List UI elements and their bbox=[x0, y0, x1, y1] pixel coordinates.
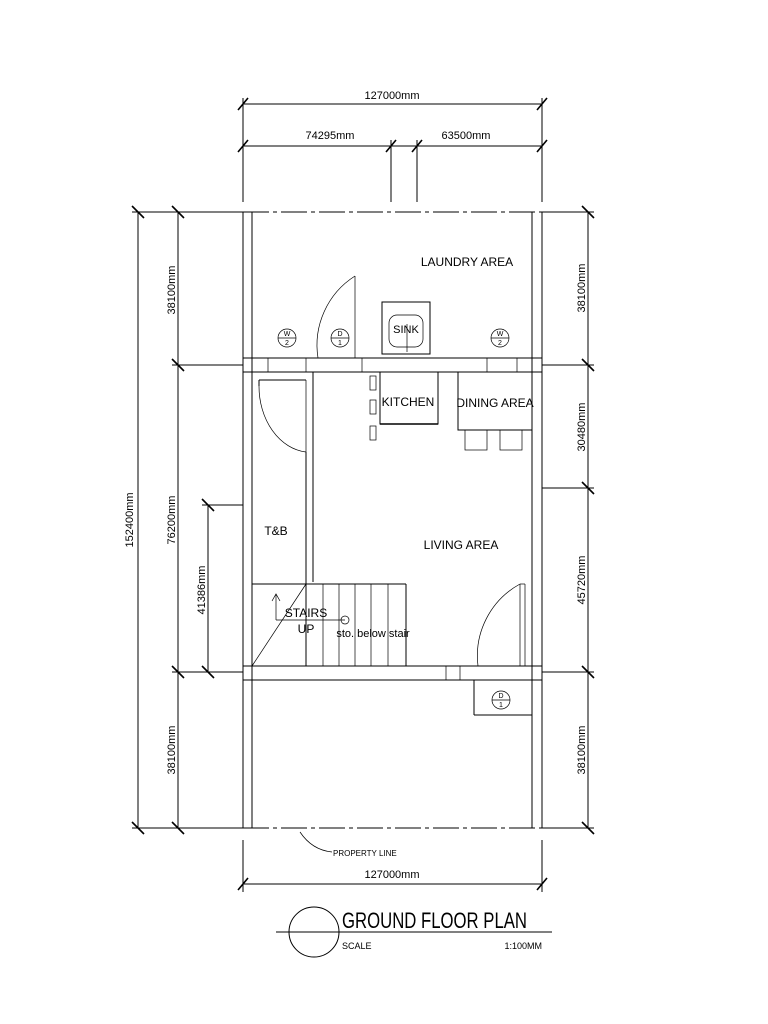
dim-right-3: 45720mm bbox=[576, 556, 588, 605]
tb-room bbox=[258, 372, 314, 666]
door-tag-laundry-number: 1 bbox=[338, 340, 342, 347]
dim-left-top: 38100mm bbox=[166, 266, 178, 315]
dim-right-2: 30480mm bbox=[576, 403, 588, 452]
dim-bottom-total: 127000mm bbox=[364, 869, 419, 881]
laundry-door bbox=[316, 275, 356, 359]
stairs-label: STAIRS bbox=[285, 606, 327, 620]
property-line-label: PROPERTY LINE bbox=[333, 849, 397, 858]
tb-label: T&B bbox=[264, 524, 287, 538]
door-tag-porch-letter: D bbox=[498, 693, 503, 700]
dim-right-1: 38100mm bbox=[576, 264, 588, 313]
laundry-label: LAUNDRY AREA bbox=[421, 255, 513, 269]
property-line-leader bbox=[299, 831, 333, 853]
dim-top-right: 63500mm bbox=[442, 130, 491, 142]
window-tag-right-number: 2 bbox=[498, 340, 502, 347]
stairs bbox=[251, 583, 407, 667]
top-dimension-lines bbox=[237, 97, 548, 202]
right-dimension-lines bbox=[542, 205, 595, 835]
dim-top-total: 127000mm bbox=[364, 90, 419, 102]
kitchen-label: KITCHEN bbox=[382, 395, 435, 409]
door-tag-laundry bbox=[330, 328, 350, 348]
stairs-up-label: UP bbox=[298, 622, 315, 636]
sink bbox=[381, 301, 431, 355]
dim-top-left: 74295mm bbox=[306, 130, 355, 142]
left-dimension-lines bbox=[131, 205, 243, 835]
dining-label: DINING AREA bbox=[456, 396, 533, 410]
dim-right-4: 38100mm bbox=[576, 726, 588, 775]
sink-label: SINK bbox=[393, 324, 419, 336]
storage-label: sto. below stair bbox=[336, 628, 410, 640]
outer-walls bbox=[242, 211, 543, 829]
porch-door-tag-box bbox=[473, 680, 532, 716]
bottom-dimension-lines bbox=[237, 840, 548, 892]
kitchen-counter bbox=[361, 358, 439, 441]
dim-left-stair: 41386mm bbox=[196, 566, 208, 615]
living-door bbox=[477, 583, 526, 667]
door-tag-porch-number: 1 bbox=[499, 702, 503, 709]
dim-left-mid: 76200mm bbox=[166, 496, 178, 545]
plan-title: GROUND FLOOR PLAN bbox=[342, 908, 527, 933]
window-tag-left-number: 2 bbox=[285, 340, 289, 347]
title-block bbox=[276, 906, 552, 958]
living-label: LIVING AREA bbox=[424, 538, 499, 552]
window-tag-right bbox=[490, 328, 510, 348]
scale-value: 1:100MM bbox=[504, 941, 542, 951]
window-tag-left bbox=[277, 328, 297, 348]
dim-left-bottom: 38100mm bbox=[166, 726, 178, 775]
window-tag-left-letter: W bbox=[284, 331, 291, 338]
dim-left-total: 152400mm bbox=[124, 492, 136, 547]
window-tag-right-letter: W bbox=[497, 331, 504, 338]
door-tag-laundry-letter: D bbox=[337, 331, 342, 338]
dining-table bbox=[457, 371, 533, 451]
scale-label: SCALE bbox=[342, 941, 372, 951]
